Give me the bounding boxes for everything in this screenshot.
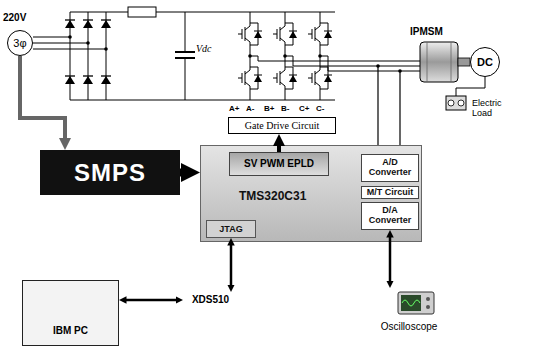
oscilloscope-icon [401, 295, 421, 311]
motor-phase-wires [250, 56, 420, 71]
inverter-bridge [238, 63, 262, 93]
node-text: TMS320C31 [239, 190, 306, 204]
node-text: 3φ [13, 37, 26, 50]
signal-name: B+ [264, 104, 274, 113]
emulator-node: XDS510 [183, 292, 238, 308]
signal-name: C+ [299, 104, 309, 113]
node-text: D/A Converter [364, 206, 416, 226]
current-sense-lines [376, 64, 402, 152]
current-sense-lines [377, 66, 378, 152]
signal-arrow [20, 56, 65, 140]
voltage-label: Vdc [196, 43, 212, 55]
signal-name: B- [281, 104, 289, 113]
generator-circle: DC [470, 47, 500, 77]
rectifier-bridge [101, 76, 111, 84]
dc-bus [70, 12, 335, 100]
current-sense-lines [398, 69, 402, 73]
node-text: Gate Drive Circuit [245, 120, 319, 132]
voltage-label: 220V [3, 12, 26, 24]
motor-symbol [420, 42, 458, 82]
inverter-bridge [273, 63, 297, 93]
node-text: Oscilloscope [370, 321, 448, 333]
rectifier-bridge [86, 41, 90, 45]
signal-arrow [125, 299, 177, 302]
inverter-bridge [308, 19, 332, 49]
source-circle: 3φ [7, 30, 33, 56]
load-wiring [458, 100, 464, 106]
current-sense-lines [399, 71, 400, 152]
rectifier-bridge [68, 35, 72, 39]
rectifier-bridge [65, 20, 75, 28]
oscilloscope-icon [402, 300, 420, 306]
computer-box: IBM PC [22, 280, 119, 346]
rectifier-bridge [104, 47, 108, 51]
capacitor-symbol [175, 12, 195, 100]
circuit-box: M/T Circuit [361, 186, 419, 199]
node-text: SMPS [74, 159, 146, 187]
node-text: XDS510 [192, 294, 229, 306]
capacitor-symbol [185, 12, 186, 100]
rectifier-bridge [70, 12, 106, 100]
signal-name: A+ [229, 104, 239, 113]
rectifier-bridge [65, 76, 75, 84]
load-wiring [448, 100, 454, 106]
power-supply-box: SMPS [40, 150, 180, 195]
motor-symbol [458, 58, 470, 66]
load-wiring [446, 96, 466, 110]
node-text: M/T Circuit [367, 188, 414, 198]
signal-arrow [180, 169, 185, 177]
load-label: Electric Load [472, 98, 516, 119]
node-text: JTAG [219, 224, 242, 234]
converter-box: A/D Converter [361, 154, 419, 182]
signal-arrow [277, 144, 281, 152]
signal-arrow [230, 244, 233, 286]
motor-symbol [420, 42, 470, 82]
rectifier-bridge [101, 20, 111, 28]
node-text: DC [477, 56, 493, 69]
dc-bus [70, 12, 335, 100]
node-text: IBM PC [23, 325, 118, 337]
inverter-bridge [238, 19, 262, 49]
motor-label: IPMSM [410, 26, 443, 38]
oscilloscope-icon [398, 292, 434, 314]
node-text: A/D Converter [364, 158, 416, 178]
converter-box: D/A Converter [361, 202, 419, 230]
signal-name: C- [316, 104, 324, 113]
pwm-chip-box: SV PWM EPLD [229, 152, 329, 176]
oscilloscope-icon [426, 305, 430, 309]
signal-name: A- [246, 104, 254, 113]
current-sense-lines [376, 64, 380, 68]
driver-box: Gate Drive Circuit [228, 117, 336, 134]
instrument-node: Oscilloscope [370, 288, 448, 336]
motor-phase-wires [250, 56, 420, 71]
rectifier-bridge [83, 76, 93, 84]
inverter-bridge [273, 19, 297, 49]
signal-arrow [389, 236, 392, 282]
oscilloscope-icon [426, 297, 430, 301]
motor-symbol [427, 42, 451, 82]
resistor-symbol [128, 7, 156, 17]
rectifier-bridge [83, 20, 93, 28]
dsp-board: TMS320C31 SV PWM EPLD A/D ConverterM/T Cir… [200, 145, 422, 242]
node-text: SV PWM EPLD [244, 158, 314, 170]
port-box: JTAG [206, 220, 256, 238]
oscilloscope-icon [398, 292, 434, 314]
rectifier-bridge [65, 12, 111, 100]
capacitor-symbol [175, 52, 195, 58]
load-wiring [456, 77, 485, 96]
